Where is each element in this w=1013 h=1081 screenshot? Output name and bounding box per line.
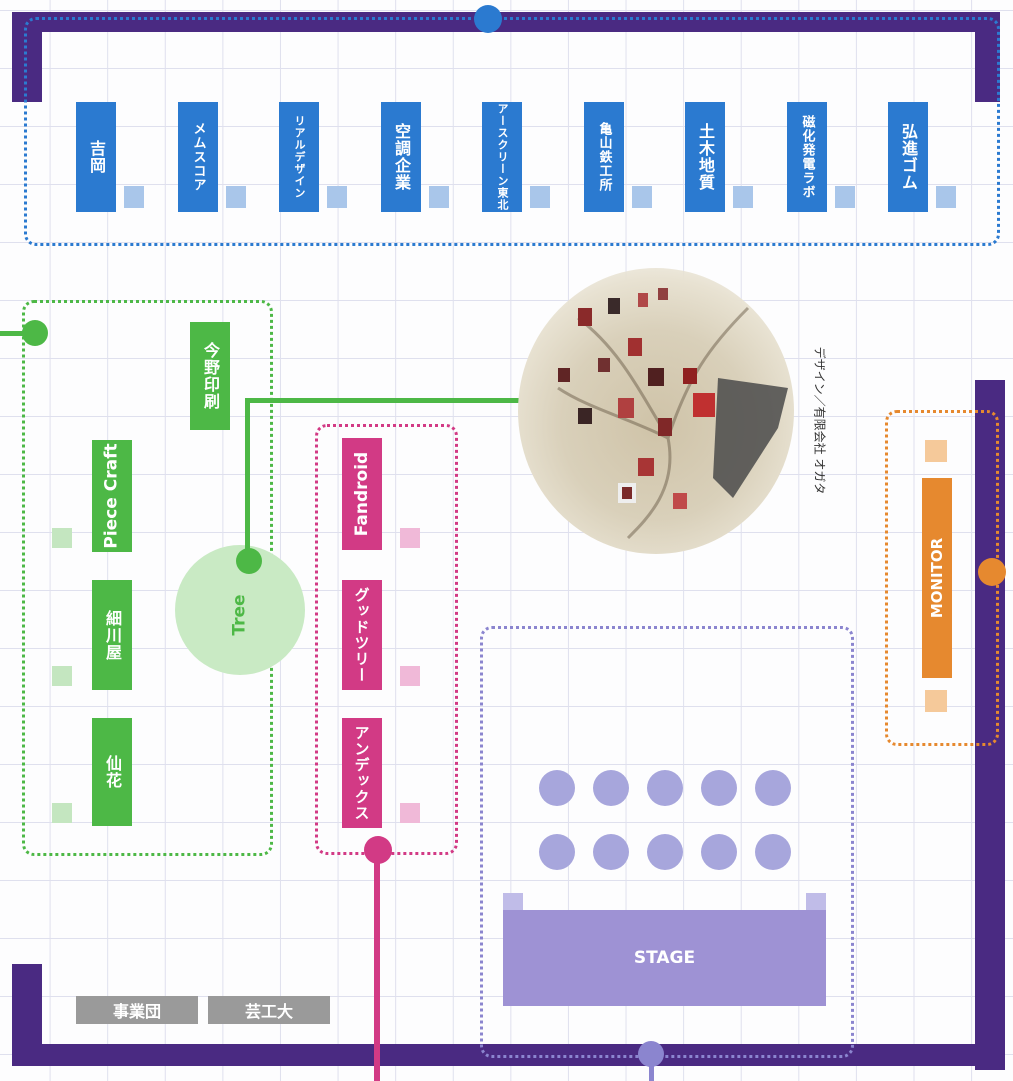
- booth-senka[interactable]: 仙花: [92, 718, 132, 826]
- monitor-top-square: [925, 440, 947, 462]
- tree-connector-horizontal: [245, 398, 520, 403]
- tree-connector-vertical: [245, 398, 250, 558]
- monitor-marker[interactable]: [978, 558, 1006, 586]
- stage-zone-outline: [480, 626, 854, 1058]
- monitor-label: MONITOR: [928, 537, 947, 619]
- top-booth-5[interactable]: アースクリーン東北: [482, 102, 522, 212]
- top-booth-3[interactable]: リアルデザイン: [279, 102, 319, 212]
- top-booth-1[interactable]: 吉岡: [76, 102, 116, 212]
- stage-left-post: [503, 893, 523, 913]
- photo-credit-wrap: デザイン／有限会社 オガタ: [800, 330, 840, 510]
- top-booth-7-square: [733, 186, 753, 208]
- green-zone-marker[interactable]: [22, 320, 48, 346]
- booth-fandroid-label: Fandroid: [352, 451, 373, 537]
- top-booth-8-square: [835, 186, 855, 208]
- top-booth-7[interactable]: 土木地質: [685, 102, 725, 212]
- right-wall: [975, 380, 1005, 1070]
- tree-marker[interactable]: [236, 548, 262, 574]
- pink-connector: [374, 850, 380, 1081]
- stage-connector: [649, 1055, 654, 1081]
- tree-label: Tree: [230, 594, 251, 636]
- top-booth-1-square: [124, 186, 144, 208]
- top-booth-2[interactable]: メムスコア: [178, 102, 218, 212]
- booth-geikoudai[interactable]: 芸工大: [208, 996, 330, 1024]
- tree-photo: [518, 268, 794, 554]
- seat: [539, 834, 575, 870]
- seat: [647, 770, 683, 806]
- top-booth-9[interactable]: 弘進ゴム: [888, 102, 928, 212]
- booth-hosokawaya[interactable]: 細川屋: [92, 580, 132, 690]
- green-zone-connector: [0, 331, 34, 336]
- pink-zone-outline: [315, 424, 458, 855]
- stage-right-post: [806, 893, 826, 913]
- seat: [701, 770, 737, 806]
- top-booth-5-square: [530, 186, 550, 208]
- blue-zone-outline: [24, 17, 1000, 246]
- top-booth-8[interactable]: 磁化発電ラボ: [787, 102, 827, 212]
- seat: [701, 834, 737, 870]
- booth-andex-square: [400, 803, 420, 823]
- blue-zone-marker[interactable]: [474, 5, 502, 33]
- booth-jigyoudan[interactable]: 事業団: [76, 996, 198, 1024]
- booth-fandroid-square: [400, 528, 420, 548]
- tree-label-wrap: Tree: [220, 585, 260, 645]
- seat: [755, 834, 791, 870]
- booth-piece-craft-label: Piece Craft: [102, 443, 123, 549]
- top-booth-6[interactable]: 亀山鉄工所: [584, 102, 624, 212]
- top-booth-2-square: [226, 186, 246, 208]
- tree-photo-art: [557, 288, 788, 540]
- stage[interactable]: STAGE: [503, 910, 826, 1006]
- seat: [593, 834, 629, 870]
- bottom-left-wall: [12, 964, 42, 1064]
- booth-senka-square: [52, 803, 72, 823]
- booth-andex[interactable]: アンデックス: [342, 718, 382, 828]
- booth-konno-insatsu[interactable]: 今野印刷: [190, 322, 230, 430]
- seat: [539, 770, 575, 806]
- top-booth-6-square: [632, 186, 652, 208]
- top-booth-9-square: [936, 186, 956, 208]
- photo-credit: デザイン／有限会社 オガタ: [812, 346, 827, 494]
- booth-good-tree-square: [400, 666, 420, 686]
- seat: [755, 770, 791, 806]
- monitor-bottom-square: [925, 690, 947, 712]
- top-booth-3-square: [327, 186, 347, 208]
- seat: [593, 770, 629, 806]
- booth-piece-craft-square: [52, 528, 72, 548]
- pink-zone-marker[interactable]: [364, 836, 392, 864]
- stage-label: STAGE: [633, 948, 696, 968]
- stage-marker[interactable]: [638, 1041, 664, 1067]
- seat: [647, 834, 683, 870]
- booth-good-tree[interactable]: グッドツリー: [342, 580, 382, 690]
- booth-piece-craft[interactable]: Piece Craft: [92, 440, 132, 552]
- monitor-booth[interactable]: MONITOR: [922, 478, 952, 678]
- booth-hosokawaya-square: [52, 666, 72, 686]
- top-booth-4-square: [429, 186, 449, 208]
- booth-fandroid[interactable]: Fandroid: [342, 438, 382, 550]
- top-booth-4[interactable]: 空調企業: [381, 102, 421, 212]
